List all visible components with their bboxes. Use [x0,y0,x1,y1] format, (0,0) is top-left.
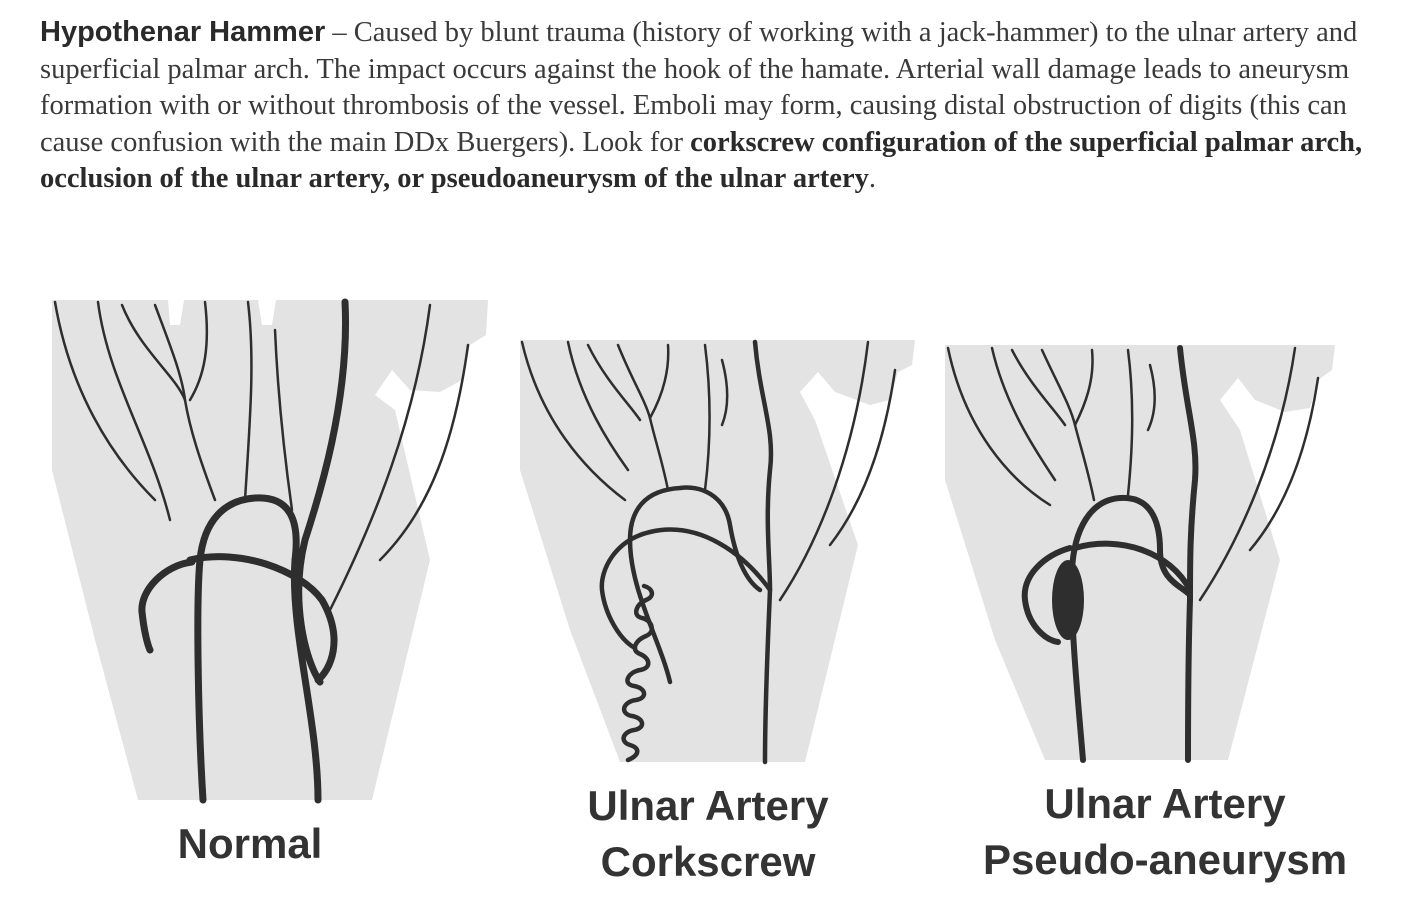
digital-artery [648,343,670,420]
pseudoaneurysm [1052,560,1084,640]
digital-artery [1248,376,1320,552]
digital-artery [188,300,209,402]
digital-artery [273,328,294,512]
digital-artery [990,346,1057,482]
radial-artery [752,339,774,765]
digital-artery [1198,346,1297,602]
caption-line: Pseudo-aneurysm [982,836,1348,883]
digital-artery [703,343,711,492]
digital-artery [1126,348,1134,497]
caption-line: Corkscrew [600,838,816,885]
caption-pseudoaneurysm: Ulnar Artery Pseudo-aneurysm [950,776,1380,888]
radial-artery [1177,345,1199,763]
digital-artery [828,368,897,547]
hand-silhouette [520,340,915,762]
digital-artery [778,340,870,602]
description-text: – Caused by blunt trauma (history of wor… [40,17,1358,158]
digital-artery [720,358,729,427]
caption-line: Ulnar Artery [587,782,829,829]
digital-artery [243,300,253,502]
corkscrew-ulnar-artery [621,583,655,763]
hand-silhouette [52,300,488,800]
caption-corkscrew: Ulnar Artery Corkscrew [548,778,868,890]
caption-line: Normal [177,820,323,867]
digital-artery [378,343,470,562]
condition-title: Hypothenar Hammer [40,16,326,48]
palmar-arch [627,485,763,685]
digital-artery [586,343,642,422]
digital-artery [1073,348,1094,427]
digital-artery [520,340,627,502]
palmar-arch [1021,540,1193,645]
digital-artery [1146,363,1157,432]
digital-artery [153,303,217,502]
caption-line: Ulnar Artery [1044,780,1286,827]
hand-silhouette [945,345,1335,760]
digital-artery [946,346,1052,507]
description-end: . [868,163,876,195]
key-findings-text: corkscrew configuration of the superfici… [40,126,1363,195]
digital-artery [328,303,432,612]
description-paragraph: Hypothenar Hammer – Caused by blunt trau… [40,14,1380,198]
digital-artery [96,300,172,522]
digital-artery [53,300,157,502]
palmar-arch [138,553,338,684]
radial-artery [295,298,350,686]
digital-artery [120,303,187,402]
ulnar-artery [194,494,322,804]
palmar-arch [599,527,773,651]
caption-normal: Normal [100,816,400,872]
digital-artery [1010,348,1067,427]
digital-artery [566,340,630,472]
